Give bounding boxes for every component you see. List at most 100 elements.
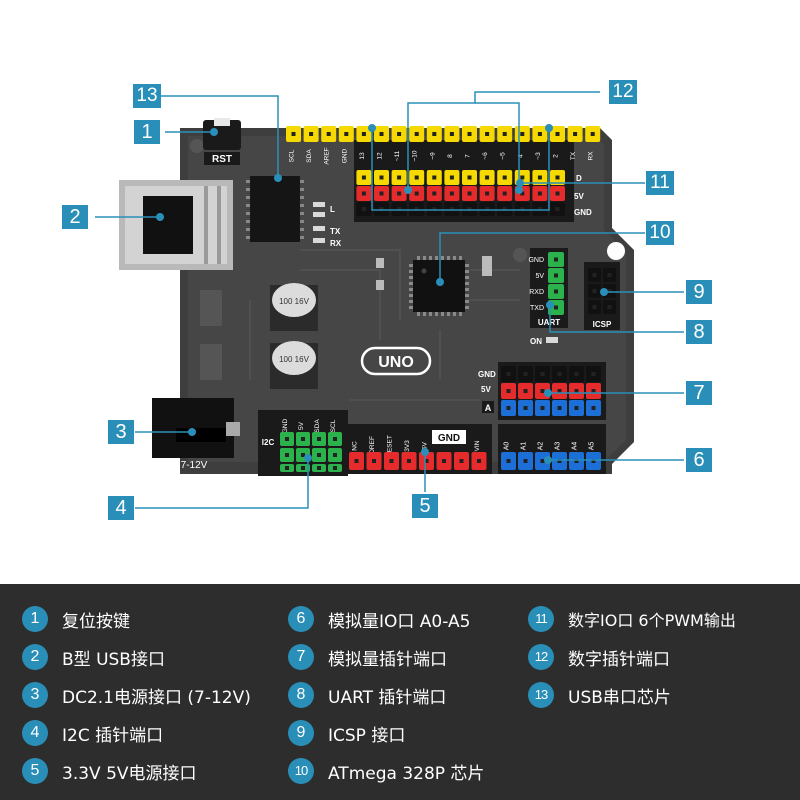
power-pin-label: VIN [474, 440, 481, 451]
digital-5v-pin [550, 186, 565, 201]
digital-pin [532, 126, 548, 142]
i2c-pin-label: SDA [314, 419, 321, 433]
power-pin [349, 452, 364, 470]
analog-5v-pin [586, 383, 601, 399]
svg-text:RX: RX [330, 239, 342, 248]
digital-gnd-pin [444, 202, 460, 216]
callout-7: 7 [686, 381, 712, 405]
pin-label: 13 [359, 152, 366, 160]
legend-panel: 1 复位按键 2 B型 USB接口 3 DC2.1电源接口 (7-12V) 4 … [0, 584, 800, 800]
callout-2: 2 [62, 205, 88, 229]
legend-item-3: 3 DC2.1电源接口 (7-12V) [22, 680, 251, 710]
svg-text:100 16V: 100 16V [279, 355, 309, 364]
svg-text:ON: ON [530, 337, 542, 346]
uart-pin-label: 5V [535, 273, 544, 280]
legend-number: 8 [288, 682, 314, 708]
legend-item-2: 2 B型 USB接口 [22, 642, 165, 672]
mount-hole [190, 139, 204, 153]
callout-1: 1 [134, 120, 160, 144]
mount-hole [607, 242, 625, 260]
analog-pin-label: A2 [538, 442, 545, 451]
pin-label: GND [341, 148, 348, 163]
digital-pin [426, 126, 442, 142]
svg-text:UART: UART [538, 318, 560, 327]
legend-number: 5 [22, 758, 48, 784]
uart-pin-label: TXD [530, 305, 544, 312]
pin-label: RX [588, 151, 595, 161]
legend-item-11: 11 数字IO口 6个PWM输出 [528, 604, 736, 634]
callout-4: 4 [108, 496, 134, 520]
legend-number: 7 [288, 644, 314, 670]
i2c-pin [280, 464, 294, 472]
board-traces [249, 249, 520, 401]
callout-13: 13 [133, 84, 161, 108]
usb-serial-chip [250, 176, 300, 242]
power-label: 7-12V [181, 460, 208, 471]
pin-label: ~11 [394, 150, 401, 161]
digital-gnd-pin [374, 202, 389, 216]
analog-gnd-pin [501, 366, 516, 382]
led [313, 226, 325, 231]
pin-label: ~3 [535, 152, 542, 160]
legend-item-13: 13 USB串口芯片 [528, 680, 671, 710]
power-pin-label: IOREF [369, 436, 376, 456]
callout-10: 10 [646, 221, 674, 245]
analog-io-pin [586, 452, 601, 470]
legend-number: 12 [528, 644, 554, 670]
i2c-pin [312, 432, 326, 446]
power-pin [401, 452, 417, 470]
legend-item-4: 4 I2C 插针端口 [22, 718, 163, 748]
arduino-uno-board: RST 7-12V 100 16V 100 16V [95, 91, 684, 509]
i2c-pin [280, 432, 294, 446]
i2c-pin-label: SCL [330, 419, 337, 432]
svg-text:100 16V: 100 16V [279, 297, 309, 306]
digital-5v-pin [409, 186, 425, 201]
atmega-chip [413, 260, 465, 312]
callout-8: 8 [686, 320, 712, 344]
svg-text:GND: GND [438, 433, 460, 444]
digital-gnd-pin [426, 202, 442, 216]
icsp-pin [588, 300, 601, 314]
legend-text: 复位按键 [62, 611, 130, 632]
digital-5v-pin [497, 186, 513, 201]
callout-3: 3 [108, 420, 134, 444]
svg-text:I2C: I2C [262, 438, 275, 447]
legend-number: 11 [528, 606, 554, 632]
i2c-pin [280, 448, 294, 462]
analog-pin-label: A0 [504, 442, 511, 451]
legend-number: 6 [288, 606, 314, 632]
digital-5v-pin [462, 186, 477, 201]
legend-number: 2 [22, 644, 48, 670]
svg-text:GND: GND [478, 370, 496, 379]
legend-item-7: 7 模拟量插针端口 [288, 642, 447, 672]
icsp-pin [588, 284, 601, 298]
power-pin-label: 5V [422, 441, 429, 450]
legend-item-6: 6 模拟量IO口 A0-A5 [288, 604, 470, 634]
analog-signal-pin [569, 400, 584, 416]
uart-pin [548, 252, 564, 267]
digital-signal-pin [532, 170, 548, 185]
svg-text:5V: 5V [481, 385, 491, 394]
svg-text:ICSP: ICSP [593, 320, 612, 329]
legend-number: 1 [22, 606, 48, 632]
analog-gnd-pin [518, 366, 533, 382]
analog-gnd-pin [552, 366, 567, 382]
leader-lines [95, 91, 684, 509]
svg-text:GND: GND [574, 208, 592, 217]
legend-item-10: 10 ATmega 328P 芯片 [288, 756, 484, 786]
uart-pin [548, 268, 564, 283]
analog-io-pin [569, 452, 584, 470]
legend-text: 数字插针端口 [568, 649, 670, 670]
legend-number: 10 [288, 758, 314, 784]
legend-text: B型 USB接口 [62, 649, 165, 670]
pin-label: ~6 [482, 152, 489, 160]
analog-gnd-pin [586, 366, 601, 382]
legend-item-5: 5 3.3V 5V电源接口 [22, 756, 197, 786]
digital-gnd-pin [479, 202, 495, 216]
legend-text: DC2.1电源接口 (7-12V) [62, 687, 251, 708]
i2c-pin-label: 5V [298, 421, 305, 430]
legend-text: ATmega 328P 芯片 [328, 763, 485, 784]
digital-pin [321, 126, 337, 142]
uart-pin [548, 284, 564, 299]
mount-hole [513, 248, 527, 262]
